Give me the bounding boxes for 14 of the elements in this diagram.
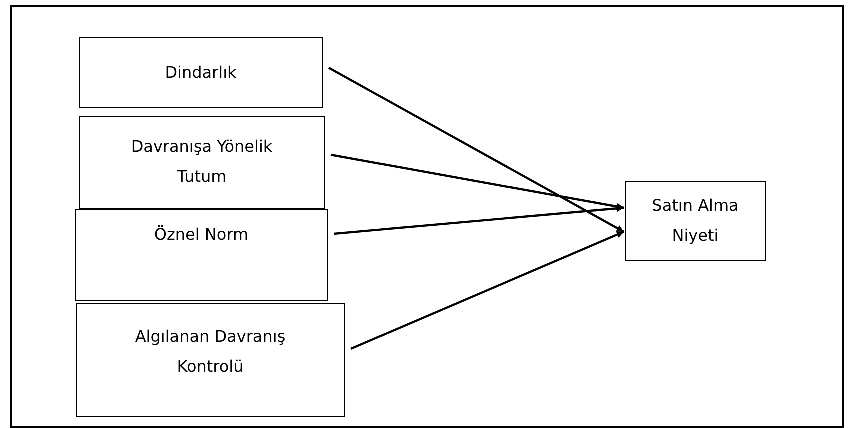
box-label: Davranışa Yönelik Tutum [130,136,274,188]
concept-box [75,209,328,301]
box-label: Öznel Norm [154,224,249,246]
concept-box [79,116,325,209]
arrow [328,67,625,233]
box-label: Satın Alma Niyeti [651,195,740,247]
concept-box [625,181,766,261]
arrow [330,154,624,210]
concept-box [79,37,323,108]
box-label: Algılanan Davranış Kontrolü [134,326,287,378]
concept-box [76,303,345,417]
box-label: Dindarlık [165,62,237,84]
arrow [350,230,624,350]
arrow [334,205,624,236]
